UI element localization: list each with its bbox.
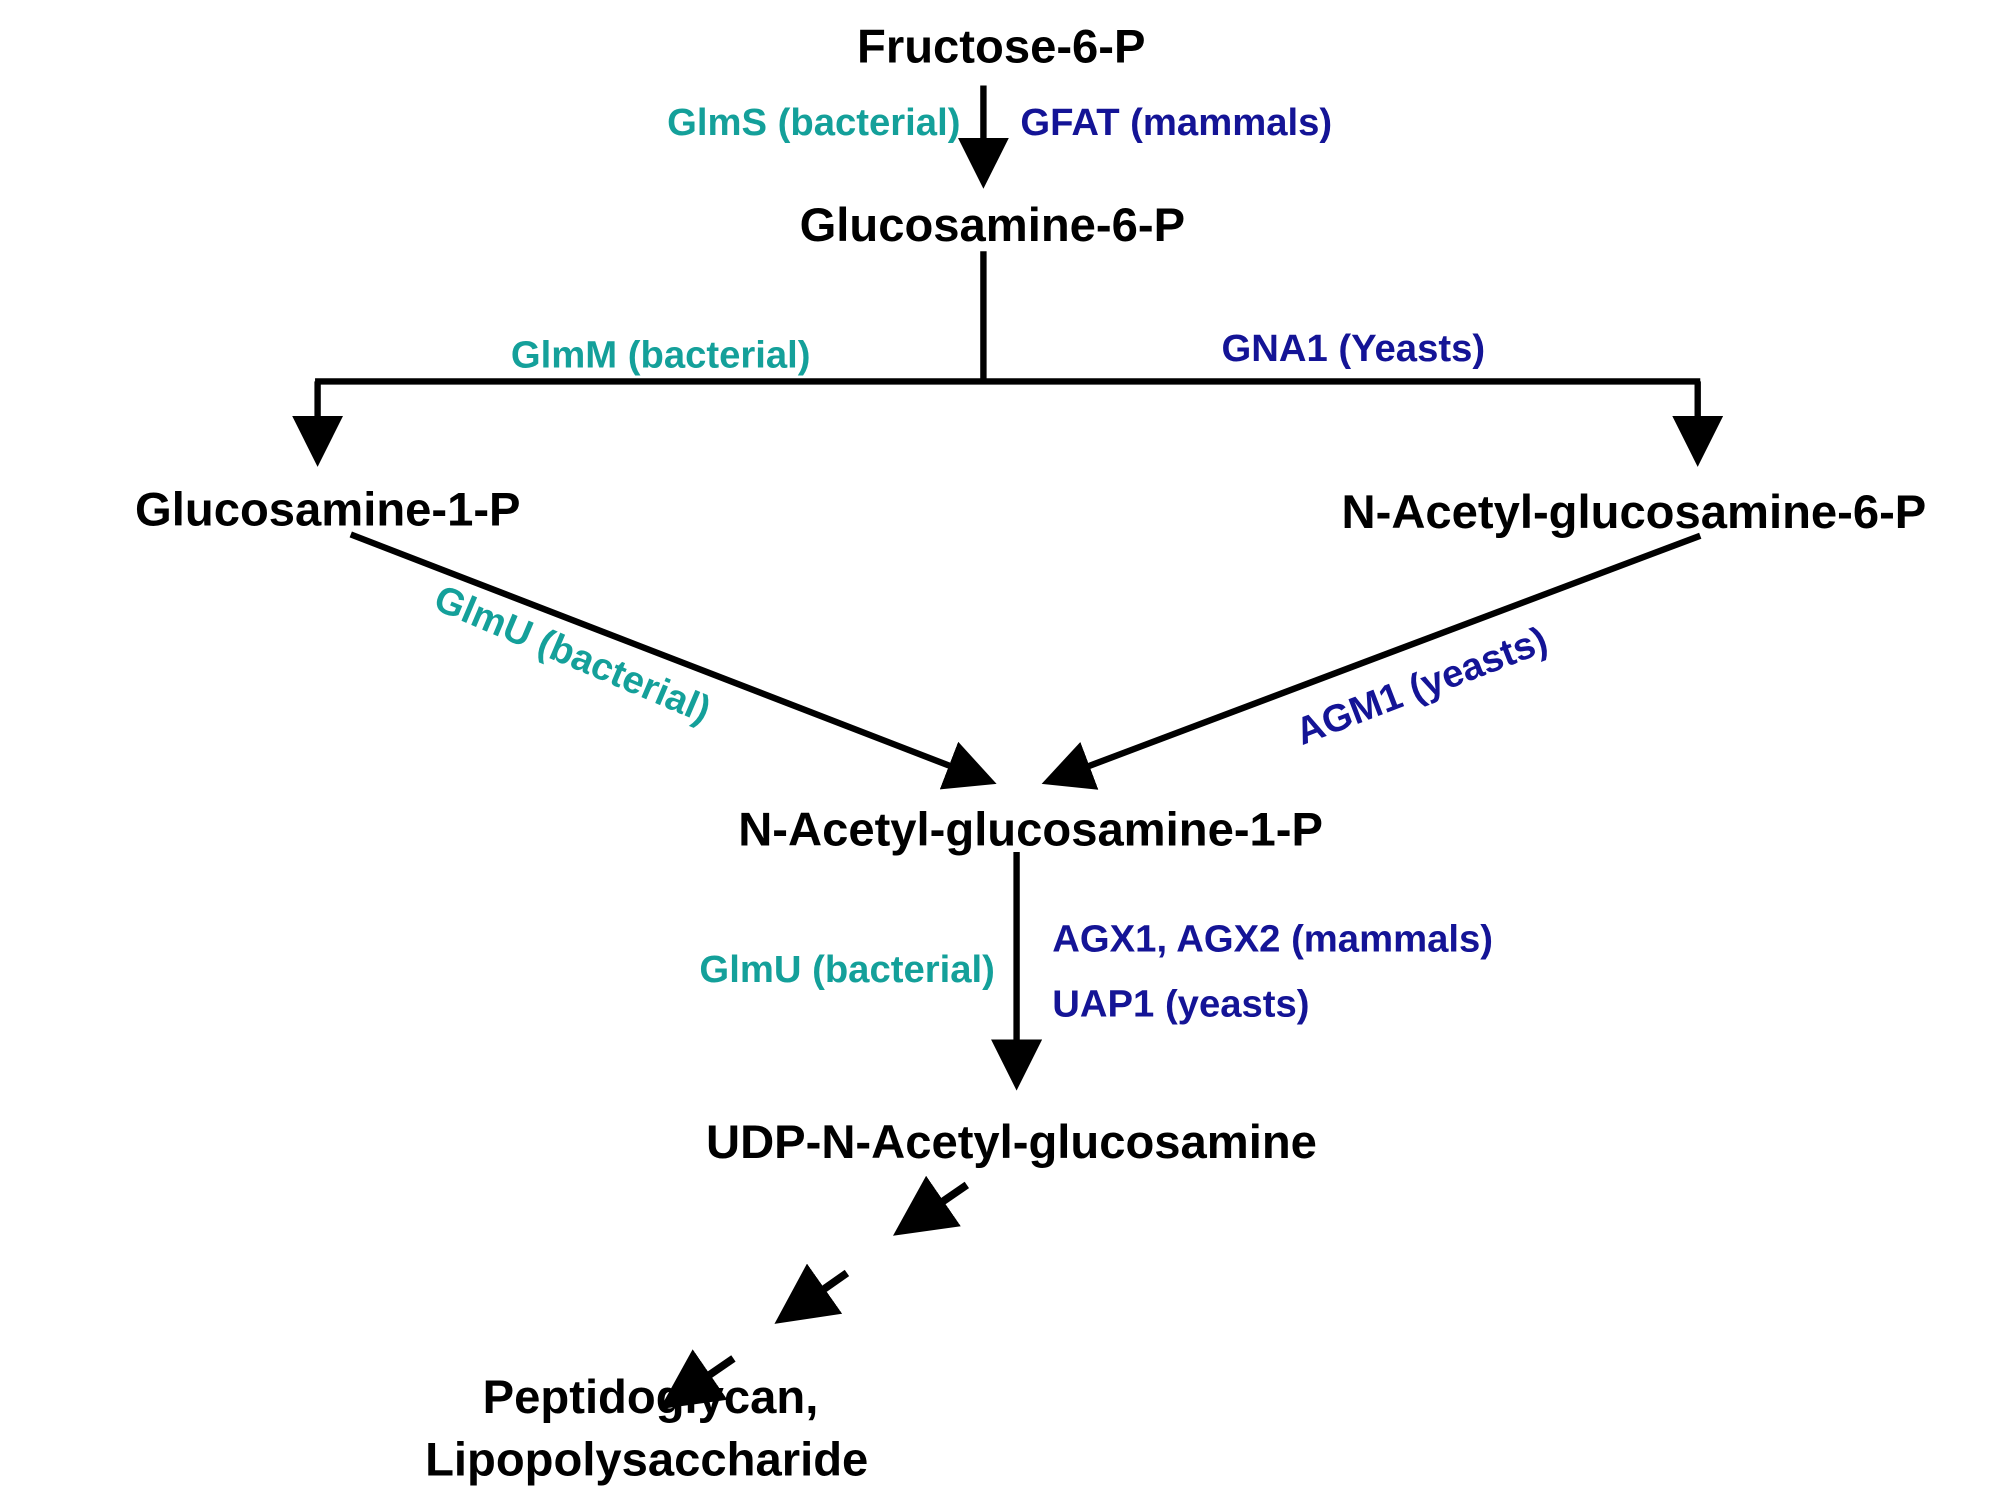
connectors xyxy=(292,85,1724,1410)
node-fructose-6p: Fructose-6-P xyxy=(857,21,1145,74)
arrow-g1p-to-nag1p xyxy=(349,531,997,790)
node-nacetyl-glucosamine-6p: N-Acetyl-glucosamine-6-P xyxy=(1342,486,1927,539)
enzyme-glmm: GlmM (bacterial) xyxy=(511,333,811,376)
node-lipopolysaccharide: Lipopolysaccharide xyxy=(425,1434,868,1487)
enzyme-gna1: GNA1 (Yeasts) xyxy=(1222,327,1486,370)
dashed-arrow-2 xyxy=(774,1263,850,1324)
enzyme-glmu-diagonal: GlmU (bacterial) xyxy=(428,577,717,732)
enzyme-glms: GlmS (bacterial) xyxy=(667,101,960,144)
enzyme-agx: AGX1, AGX2 (mammals) xyxy=(1052,918,1493,961)
dashed-arrow-1 xyxy=(892,1175,970,1236)
enzyme-gfat: GFAT (mammals) xyxy=(1020,101,1332,144)
arrow-nag6p-to-nag1p xyxy=(1041,532,1702,790)
node-udp-nacetyl-glucosamine: UDP-N-Acetyl-glucosamine xyxy=(706,1116,1317,1169)
node-peptidoglycan: Peptidoglycan, xyxy=(483,1371,819,1424)
enzyme-uap1: UAP1 (yeasts) xyxy=(1052,983,1309,1026)
enzyme-glmu: GlmU (bacterial) xyxy=(699,948,994,991)
node-glucosamine-1p: Glucosamine-1-P xyxy=(135,484,520,537)
node-nacetyl-glucosamine-1p: N-Acetyl-glucosamine-1-P xyxy=(738,804,1323,857)
dashed-arrow-3 xyxy=(659,1349,736,1410)
node-glucosamine-6p: Glucosamine-6-P xyxy=(800,199,1185,252)
